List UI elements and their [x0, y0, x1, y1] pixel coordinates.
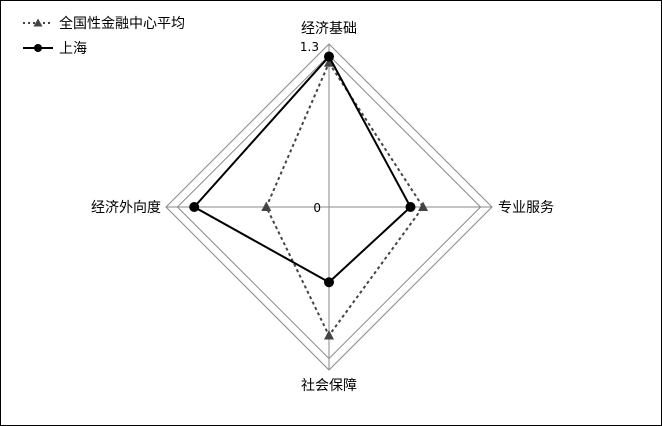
- series-1-point-2: [324, 277, 334, 288]
- circle-marker-icon: [34, 44, 42, 52]
- series-0-point-2: [324, 330, 334, 340]
- legend-item-national-average: 全国性金融中心平均: [23, 15, 185, 32]
- tick-label-max: 1.3: [300, 40, 319, 54]
- series-0-point-0: [324, 57, 334, 67]
- series-layer: [189, 51, 429, 340]
- legend-item-shanghai: 上海: [23, 41, 87, 57]
- series-line-1: [193, 55, 412, 284]
- series-0-point-3: [261, 201, 272, 211]
- series-1-point-1: [405, 202, 416, 212]
- series-1-point-0: [324, 51, 334, 62]
- series-1-point-3: [189, 202, 200, 212]
- grid-layer: [165, 43, 493, 371]
- legend: 全国性金融中心平均 上海: [23, 15, 185, 57]
- axis-label-economic-base: 经济基础: [301, 20, 357, 37]
- legend-label-national-average: 全国性金融中心平均: [59, 15, 185, 32]
- triangle-marker-icon: [33, 18, 43, 27]
- axis-label-social-security: 社会保障: [301, 378, 357, 394]
- series-0-point-1: [418, 201, 429, 211]
- axis-label-professional-services: 专业服务: [498, 200, 554, 216]
- series-line-0: [265, 61, 425, 337]
- tick-label-center: 0: [313, 201, 321, 215]
- legend-label-shanghai: 上海: [59, 41, 87, 57]
- axis-label-economic-openness: 经济外向度: [91, 200, 161, 216]
